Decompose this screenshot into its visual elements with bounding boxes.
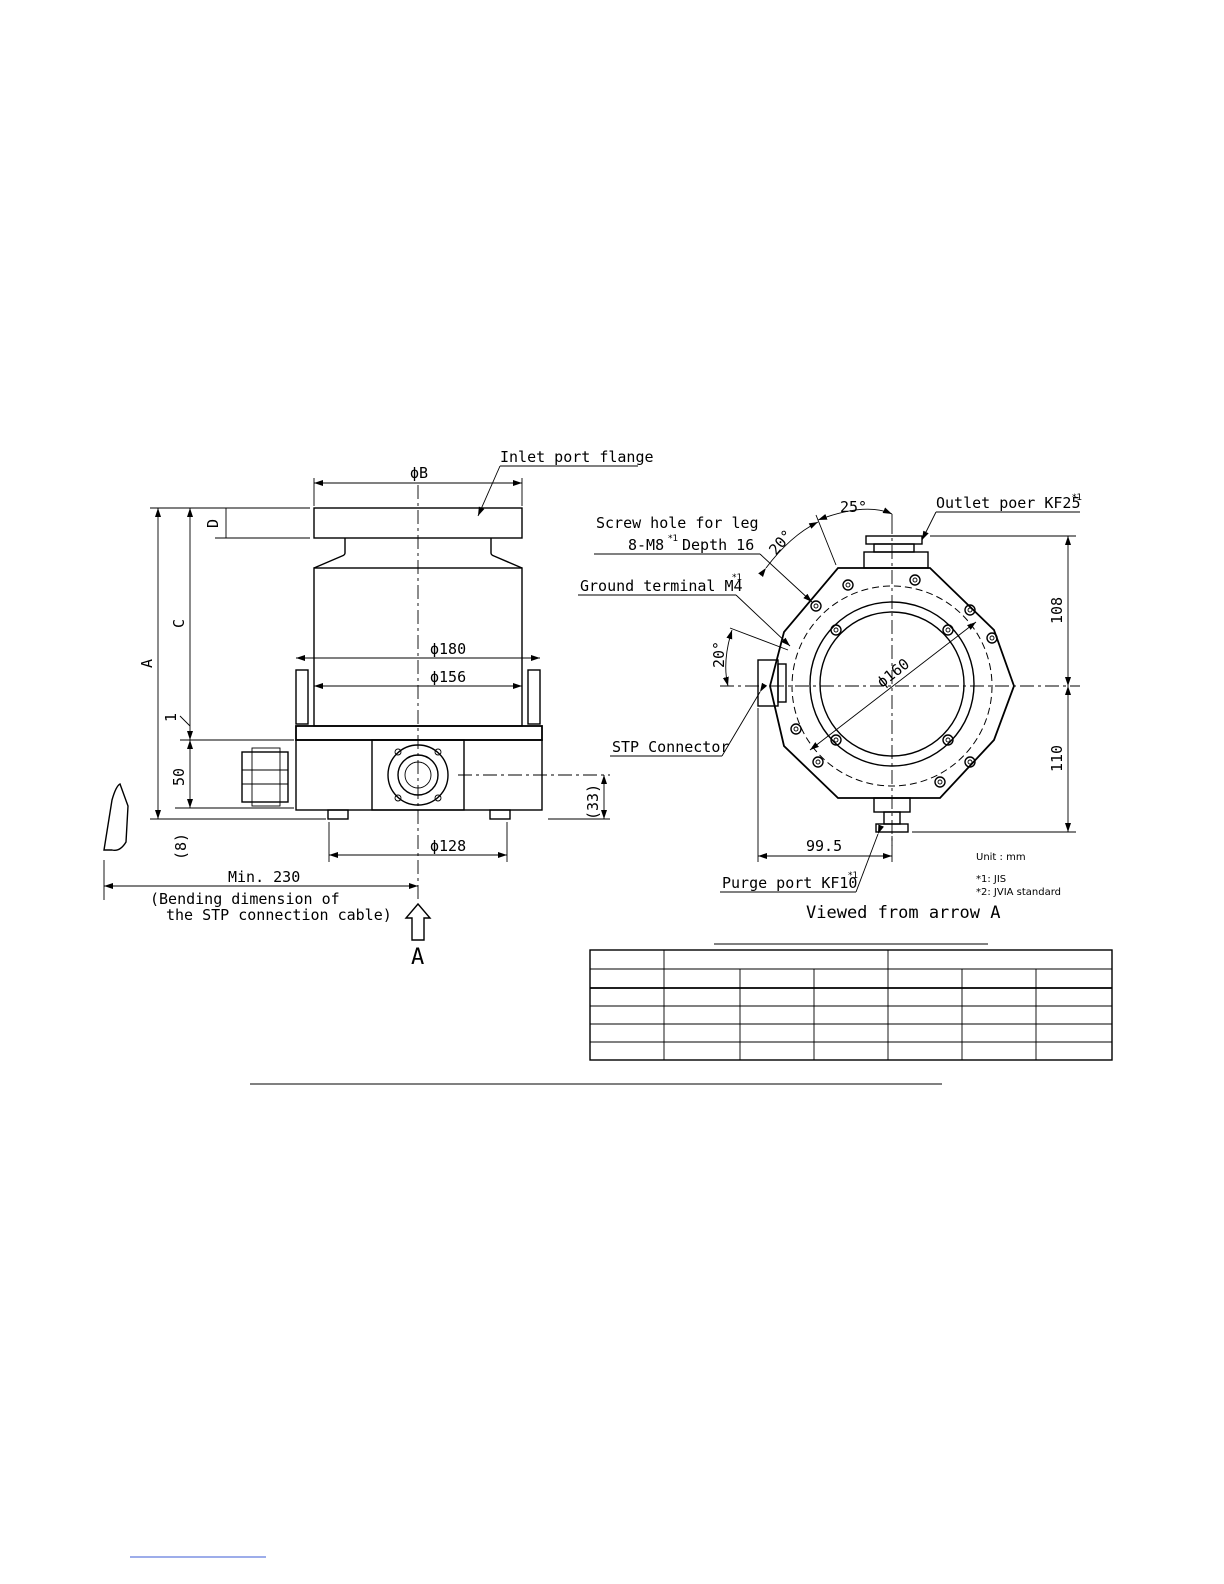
footnote-1: *1: JIS [976,874,1006,885]
dia-156-label: ϕ156 [430,668,466,686]
bending-note-line2: the STP connection cable) [166,906,392,924]
dia-180-label: ϕ180 [430,640,466,658]
base-block [295,739,543,811]
dim-d-label: D [204,519,222,528]
side-tab-left [295,669,309,725]
dim-50-label: 50 [170,768,188,786]
dim-33-label: (33) [584,784,602,820]
connector-nut [251,747,281,807]
unit-note: Unit : mm [976,852,1026,863]
min-230-label: Min. 230 [228,868,300,886]
outlet-port-base [863,551,929,569]
angle-25-label: 25° [840,498,867,516]
screw-hole-sup: *1 [668,534,678,544]
screw-hole-depth: Depth 16 [682,536,754,554]
screw-hole-label-line2: 8-M8 [628,536,664,554]
dim-110-label: 110 [1048,745,1066,772]
screw-hole-label-line1: Screw hole for leg [596,514,759,532]
bending-note-line1: (Bending dimension of [150,890,340,908]
dim-1-label: 1 [162,713,180,722]
end-view-body [769,567,1015,799]
dim-99-5-label: 99.5 [806,837,842,855]
angle-20-left-label: 20° [710,641,728,668]
dim-108-label: 108 [1048,597,1066,624]
flange-neck [313,538,523,569]
cable-bend-symbol [103,783,129,852]
bolt-circle [791,585,993,787]
angle-20-top-label: 20° [765,526,796,558]
dim-8-label: (8) [172,833,190,860]
dia-b-label: ϕB [410,464,428,482]
stp-connector-label: STP Connector [612,738,729,756]
dia-128-label: ϕ128 [430,837,466,855]
foot-left [327,809,349,820]
end-view: ϕ160 108 110 99.5 25° 20° 20° Outlet poe… [578,493,1082,923]
ground-terminal-sup: *1 [732,573,742,583]
stp-connector-plug [241,751,289,803]
purge-port-label: Purge port KF10 [722,874,857,892]
dim-a-label: A [138,659,156,668]
ground-terminal-label: Ground terminal M4 [580,577,743,595]
view-arrow-a [404,902,432,941]
arrow-a-label: A [411,945,424,970]
side-tab-right [527,669,541,725]
inlet-flange-label: Inlet port flange [500,448,654,466]
side-view: ϕB Inlet port flange ϕ180 ϕ156 A C D 1 5… [103,448,654,970]
footnote-2: *2: JVIA standard [976,887,1061,898]
purge-port-block [371,739,465,811]
dim-c-label: C [170,619,188,628]
outlet-port-sup: *1 [1072,493,1082,503]
foot-right [489,809,511,820]
outlet-port-label: Outlet poer KF25 [936,494,1081,512]
base-plate [295,725,543,741]
purge-port-sup: *1 [848,871,858,881]
end-view-title: Viewed from arrow A [806,903,1000,923]
dimension-table [589,943,1113,1061]
table-frame [589,949,1113,1061]
outlet-kf-flange [865,535,923,545]
